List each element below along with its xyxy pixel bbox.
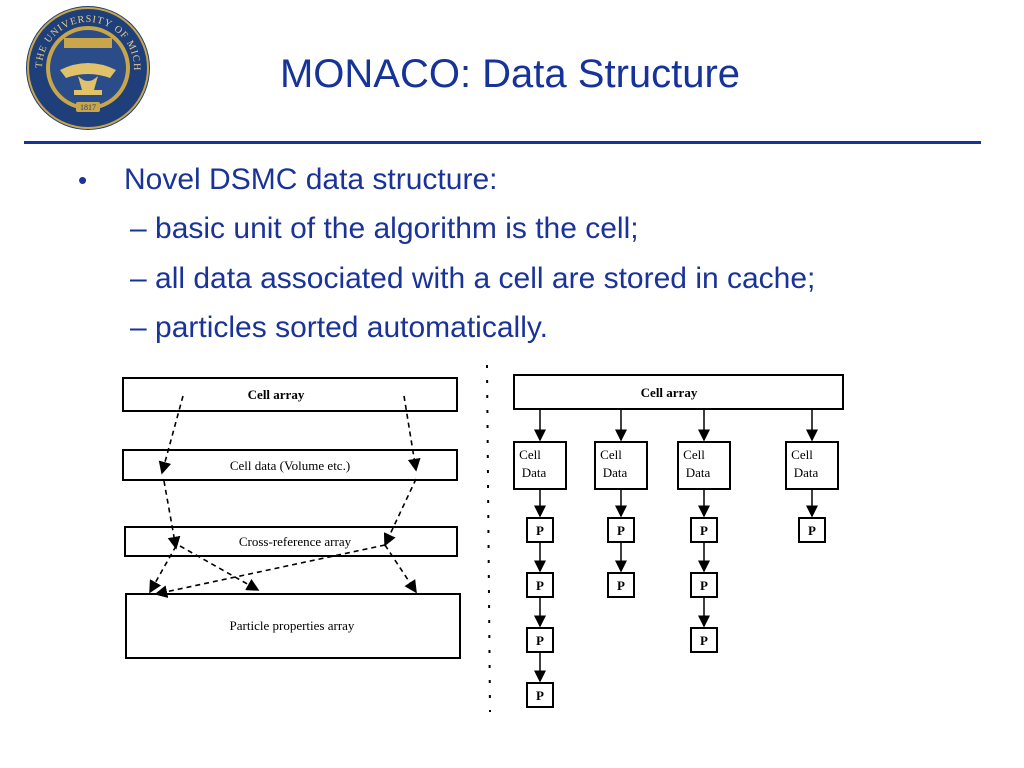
particle-box bbox=[607, 572, 635, 598]
bullet-main: Novel DSMC data structure: bbox=[124, 163, 498, 196]
particle-label: P bbox=[536, 578, 544, 593]
particle-properties-label: Particle properties array bbox=[230, 618, 355, 633]
sub-bullet-3: – particles sorted automatically. bbox=[130, 311, 548, 344]
particle-label: P bbox=[536, 688, 544, 703]
particle-label: P bbox=[700, 633, 708, 648]
cross-reference-box bbox=[124, 526, 458, 557]
particle-box bbox=[690, 517, 718, 543]
right-cell-array-label: Cell array bbox=[641, 385, 698, 400]
cell-data-box bbox=[785, 441, 839, 490]
bullet-list: • Novel DSMC data structure: – basic uni… bbox=[0, 0, 1024, 360]
svg-text:1817: 1817 bbox=[80, 103, 96, 112]
dashed-arrows bbox=[149, 395, 421, 598]
cell-data-box bbox=[513, 441, 567, 490]
particle-label: P bbox=[700, 578, 708, 593]
particle-box bbox=[690, 572, 718, 598]
slide-title: MONACO: Data Structure bbox=[279, 52, 741, 96]
title-divider bbox=[24, 141, 981, 144]
cross-reference-label: Cross-reference array bbox=[239, 534, 352, 549]
particle-label: P bbox=[617, 523, 625, 538]
particle-properties-box bbox=[125, 593, 461, 659]
right-cell-array-box bbox=[513, 374, 844, 410]
cell-array-label: Cell array bbox=[248, 387, 305, 402]
sub-bullet-2: – all data associated with a cell are st… bbox=[130, 262, 816, 295]
sub-bullet-1: – basic unit of the algorithm is the cel… bbox=[130, 212, 639, 245]
particle-box bbox=[526, 572, 554, 598]
cell-data-box bbox=[677, 441, 731, 490]
particle-label: P bbox=[808, 523, 816, 538]
particle-box bbox=[690, 627, 718, 653]
particle-label: P bbox=[536, 633, 544, 648]
data-label: Data bbox=[603, 465, 628, 480]
data-label: Data bbox=[794, 465, 819, 480]
university-seal-logo: 1817 THE UNIVERSITY OF MICHIGAN bbox=[24, 4, 150, 130]
dotted-separator bbox=[486, 364, 491, 713]
particle-label: P bbox=[700, 523, 708, 538]
cell-data-label: Cell data (Volume etc.) bbox=[230, 458, 350, 473]
particle-box bbox=[607, 517, 635, 543]
particle-box bbox=[526, 517, 554, 543]
bullet-marker: • bbox=[78, 165, 88, 195]
data-label: Data bbox=[686, 465, 711, 480]
cell-array-box bbox=[122, 377, 458, 412]
particle-box bbox=[526, 682, 554, 708]
particle-box bbox=[798, 517, 826, 543]
data-label: Data bbox=[522, 465, 547, 480]
left-diagram: Cell array Cell data (Volume etc.) Cross… bbox=[122, 377, 461, 659]
cell-label: Cell bbox=[600, 447, 622, 462]
cell-label: Cell bbox=[791, 447, 813, 462]
particle-label: P bbox=[617, 578, 625, 593]
cell-label: Cell bbox=[683, 447, 705, 462]
cell-data-box bbox=[122, 449, 458, 481]
particle-label: P bbox=[536, 523, 544, 538]
cell-label: Cell bbox=[519, 447, 541, 462]
